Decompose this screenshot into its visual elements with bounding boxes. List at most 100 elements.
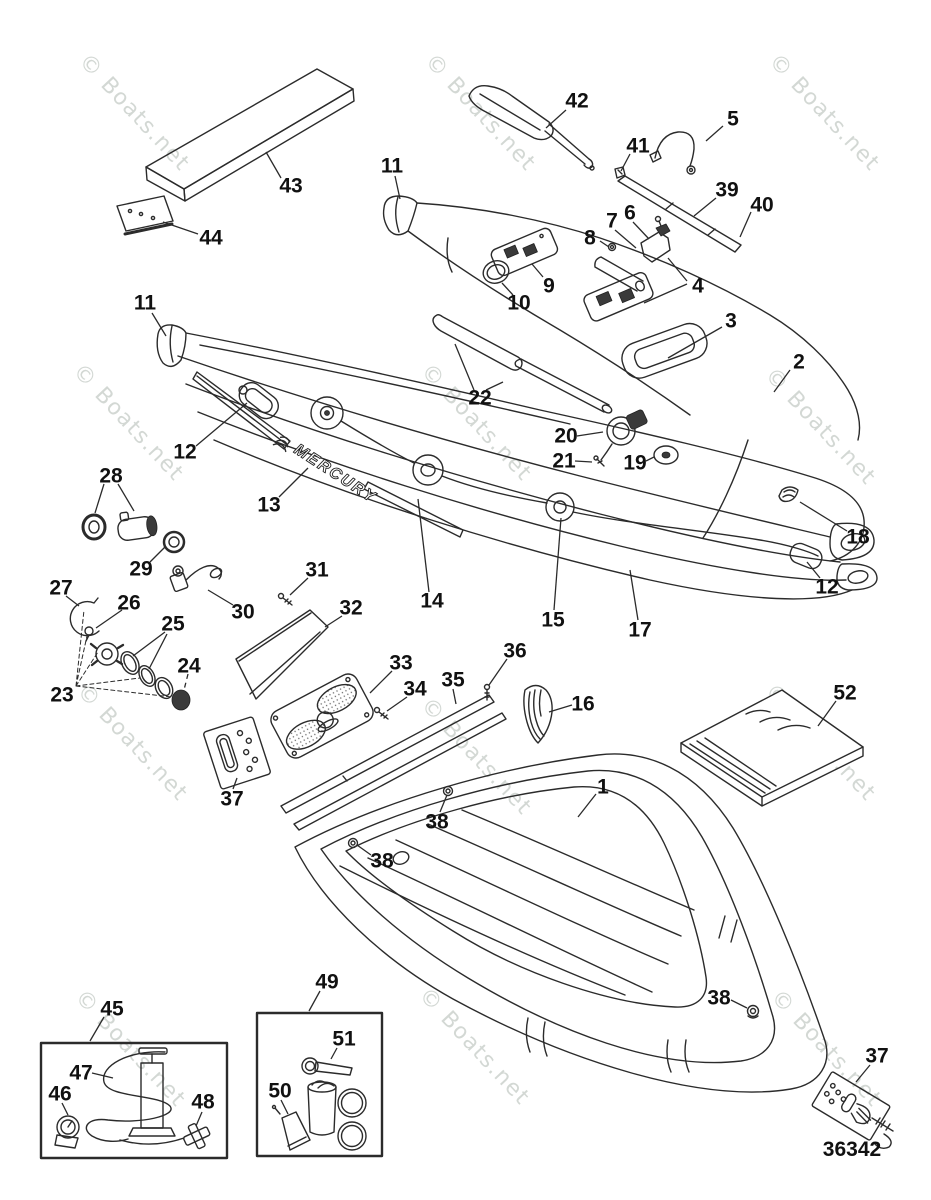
callout-44: 44 <box>199 227 223 250</box>
leader-line-43 <box>265 151 282 179</box>
callout-28: 28 <box>99 465 123 488</box>
callout-20: 20 <box>554 425 577 448</box>
callout-12: 12 <box>815 576 838 599</box>
leader-line-52 <box>817 700 837 727</box>
callout-36: 36 <box>503 640 526 663</box>
leader-line-14 <box>417 498 430 593</box>
callout-16: 16 <box>571 693 594 716</box>
leader-line-47 <box>91 1072 114 1079</box>
callout-18: 18 <box>846 526 870 549</box>
watermark: © Boats.net <box>70 985 191 1112</box>
leader-line-9 <box>531 263 544 278</box>
leader-line-46 <box>61 1102 69 1116</box>
callout-21: 21 <box>552 450 576 473</box>
leader-line-8 <box>599 240 610 248</box>
leader-line-28 <box>94 483 105 514</box>
leader-line-6 <box>632 221 650 240</box>
keel-rails <box>280 694 507 831</box>
oar-shaft <box>617 175 742 253</box>
watermark: © Boats.net <box>68 359 189 486</box>
callout-49: 49 <box>315 971 338 994</box>
callout-37: 37 <box>865 1045 888 1068</box>
callout-12: 12 <box>173 441 196 464</box>
watermark: © Boats.net <box>420 49 541 176</box>
leader-line-17 <box>629 569 639 621</box>
drain-fitting <box>169 564 223 593</box>
callout-19: 19 <box>623 452 646 475</box>
callout-8: 8 <box>584 227 596 250</box>
cord-lanyard <box>649 131 696 175</box>
watermark: © Boats.net <box>74 49 195 176</box>
callout-47: 47 <box>69 1062 92 1085</box>
grab-handle-plate <box>621 322 708 379</box>
leader-line-51 <box>330 1047 338 1060</box>
leader-line-11 <box>394 175 401 200</box>
floor-panel <box>294 753 828 1093</box>
leader-line-10 <box>501 282 514 296</box>
leader-line-37 <box>232 777 238 790</box>
valve-plate-2 <box>583 271 654 322</box>
callout-4: 4 <box>692 275 704 298</box>
drawing-number: 36342 <box>823 1138 881 1161</box>
screw <box>483 683 491 701</box>
foot-pump <box>270 673 374 759</box>
callout-27: 27 <box>49 577 72 600</box>
callout-41: 41 <box>626 135 650 158</box>
callout-45: 45 <box>100 998 124 1021</box>
valve-exploded-parts <box>69 597 191 711</box>
boat-hull-top-view <box>382 195 861 539</box>
leader-line-25 <box>132 631 166 657</box>
leader-line-40 <box>739 211 752 238</box>
callout-34: 34 <box>403 678 427 701</box>
leader-line-35 <box>452 688 457 705</box>
seat-board <box>145 68 355 202</box>
leader-line-18 <box>799 501 848 532</box>
leader-line-2 <box>773 369 791 393</box>
callout-48: 48 <box>191 1091 215 1114</box>
screw <box>277 592 293 606</box>
callout-3: 3 <box>725 310 737 333</box>
callout-46: 46 <box>48 1083 71 1106</box>
leader-line-24 <box>183 673 189 691</box>
leader-line-42 <box>545 109 567 129</box>
callout-14: 14 <box>420 590 444 613</box>
leader-line-3 <box>667 326 723 359</box>
callout-11: 11 <box>134 292 157 315</box>
leader-line-21 <box>574 460 593 463</box>
leader-line-27 <box>65 595 80 607</box>
pump-kit-box <box>39 1041 229 1160</box>
callout-50: 50 <box>268 1080 291 1103</box>
callout-1: 1 <box>597 776 609 799</box>
leader-line-22 <box>454 343 475 391</box>
callout-17: 17 <box>628 619 651 642</box>
callout-37: 37 <box>220 788 243 811</box>
callout-23: 23 <box>50 684 73 707</box>
watermark: © Boats.net <box>764 49 885 176</box>
leader-line-44 <box>162 221 199 235</box>
callout-38: 38 <box>370 850 394 873</box>
leader-line-29 <box>149 545 167 563</box>
leader-line-22 <box>485 381 504 391</box>
leader-line-31 <box>289 577 309 596</box>
callout-22: 22 <box>468 387 491 410</box>
leader-line-38 <box>439 794 448 813</box>
callout-38: 38 <box>707 987 731 1010</box>
leader-line-19 <box>645 456 655 462</box>
watermark: © Boats.net <box>760 363 881 490</box>
callout-52: 52 <box>833 682 856 705</box>
callout-42: 42 <box>565 90 588 113</box>
callout-51: 51 <box>332 1028 356 1051</box>
callout-7: 7 <box>606 210 618 233</box>
leader-line-13 <box>278 467 309 498</box>
leader-line-4 <box>643 283 688 304</box>
curved-bracket <box>523 684 553 744</box>
callout-2: 2 <box>793 351 805 374</box>
leader-line-38 <box>356 844 372 856</box>
callout-30: 30 <box>231 601 254 624</box>
leader-line-5 <box>705 125 724 142</box>
leader-line-34 <box>386 696 408 712</box>
leader-line-1 <box>577 793 597 818</box>
callout-25: 25 <box>161 613 185 636</box>
